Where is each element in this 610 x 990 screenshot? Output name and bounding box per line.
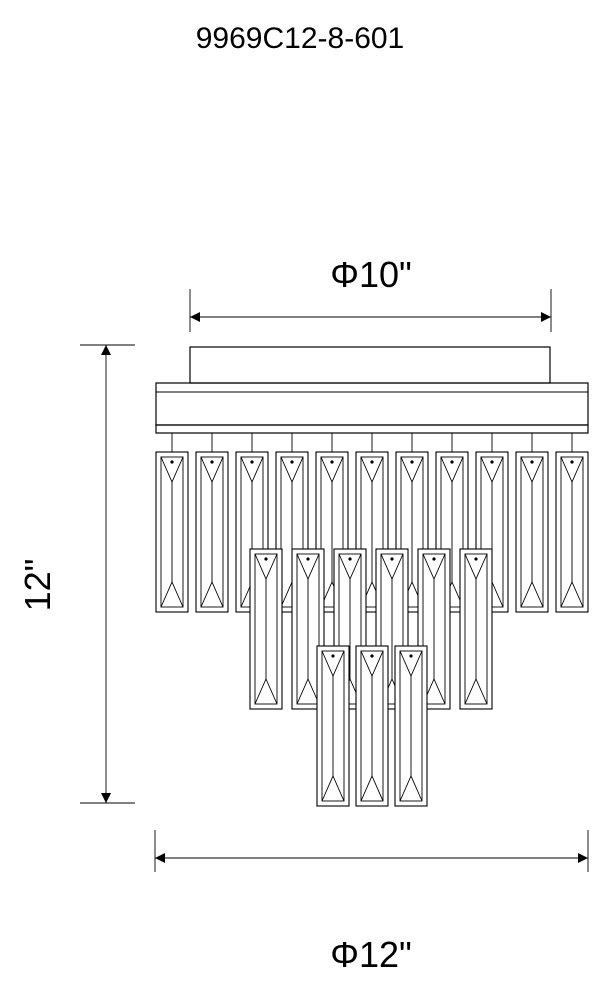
height-label: 12" — [17, 559, 58, 612]
frame-bottom-rail — [155, 424, 589, 434]
canopy — [189, 346, 551, 384]
crystal-prism — [515, 451, 549, 613]
canopy-diameter-label: Φ10" — [330, 254, 412, 295]
crystal-prism — [459, 548, 493, 710]
crystal-prism — [249, 548, 283, 710]
crystal-prism — [195, 451, 229, 613]
crystal-tiers — [155, 433, 589, 807]
model-number: 9969C12-8-601 — [196, 22, 405, 55]
crystal-prism — [355, 645, 389, 807]
crystal-prism — [316, 645, 350, 807]
crystal-prism — [394, 645, 428, 807]
crystal-prism — [155, 451, 189, 613]
fixture — [155, 346, 589, 807]
crystal-prism — [555, 451, 589, 613]
crystal-ring-frame — [155, 382, 589, 426]
overall-diameter-label: Φ12" — [330, 934, 412, 975]
